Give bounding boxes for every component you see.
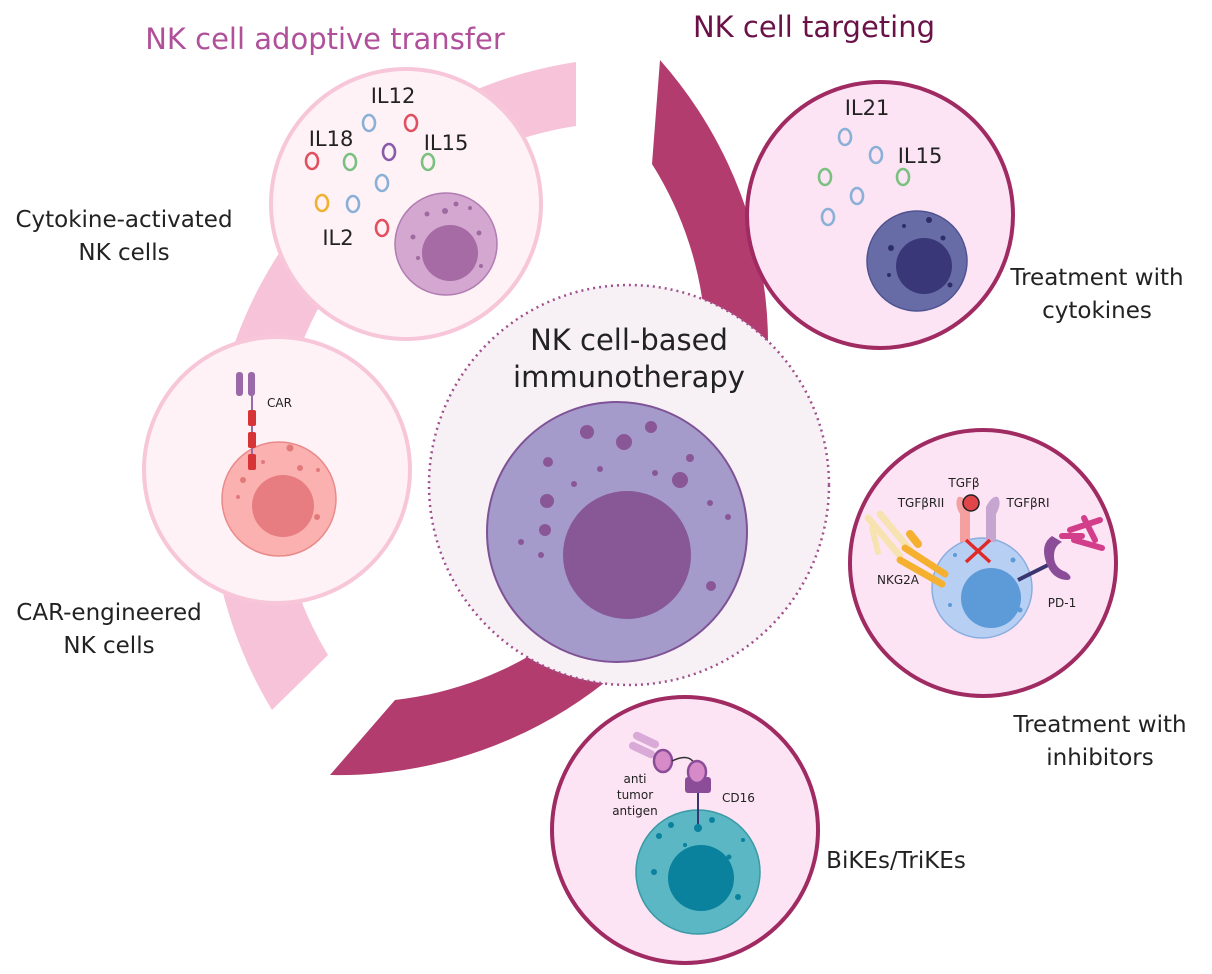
- car-engineered-label-1: CAR-engineered: [16, 600, 201, 626]
- tgfb-label: TGFβ: [947, 476, 979, 490]
- bikes-label: BiKEs/TriKEs: [826, 848, 966, 874]
- cytokine-activated-panel: IL12 IL18 IL15 IL2: [269, 67, 543, 341]
- treatment-cytokines-label-1: Treatment with: [1009, 265, 1183, 291]
- pd1-label: PD-1: [1048, 596, 1076, 610]
- antigen-label-3: antigen: [612, 804, 658, 818]
- bikes-panel: anti tumor antigen CD16: [550, 695, 820, 965]
- car-receptor: [236, 372, 256, 470]
- il15-label: IL15: [424, 131, 469, 155]
- inhibitors-panel: TGFβ TGFβRII TGFβRI NKG2A PD-1: [848, 428, 1118, 698]
- cytokine-treatment-panel: IL21 IL15: [745, 80, 1015, 350]
- il18-label: IL18: [309, 127, 354, 151]
- cytokine-particles: [304, 113, 436, 238]
- il15-label-targeting: IL15: [898, 144, 943, 168]
- center-title-line2: immunotherapy: [513, 360, 745, 394]
- block-x-icon: [964, 538, 992, 564]
- adoptive-transfer-title: NK cell adoptive transfer: [145, 22, 505, 56]
- tgfb-receptors: [956, 494, 1000, 564]
- il21-label: IL21: [845, 96, 890, 120]
- treatment-inhibitors-label-2: inhibitors: [1046, 745, 1153, 771]
- pd1-receptor: [1017, 515, 1105, 582]
- targeting-title: NK cell targeting: [693, 10, 935, 44]
- antigen-label-2: tumor: [617, 788, 653, 802]
- car-label: CAR: [267, 396, 292, 410]
- treatment-inhibitors-label-1: Treatment with: [1012, 712, 1186, 738]
- center-title-line1: NK cell-based: [530, 323, 728, 357]
- tgfbrii-label: TGFβRII: [897, 496, 945, 510]
- il2-label: IL2: [322, 226, 353, 250]
- antigen-label-1: anti: [624, 772, 647, 786]
- cytokine-activated-label-2: NK cells: [78, 240, 169, 266]
- car-engineered-label-2: NK cells: [63, 633, 154, 659]
- center-cell-granules: [518, 421, 731, 591]
- tgfb-ligand: [962, 494, 980, 512]
- car-engineered-panel: CAR: [142, 335, 412, 605]
- treatment-cytokines-label-2: cytokines: [1042, 298, 1152, 324]
- center-nk-nucleus: [563, 491, 691, 619]
- nkg2a-label: NKG2A: [877, 573, 920, 587]
- il12-label: IL12: [371, 84, 416, 108]
- tgfbri-label: TGFβRI: [1005, 496, 1049, 510]
- cytokine-activated-label-1: Cytokine-activated: [15, 207, 232, 233]
- center-nk-cell-panel: NK cell-based immunotherapy: [427, 283, 831, 687]
- nkg2a-receptor: [864, 510, 949, 588]
- cd16-label: CD16: [722, 791, 755, 805]
- bike-molecule: [628, 731, 711, 832]
- targeting-cytokine-particles: [817, 127, 911, 227]
